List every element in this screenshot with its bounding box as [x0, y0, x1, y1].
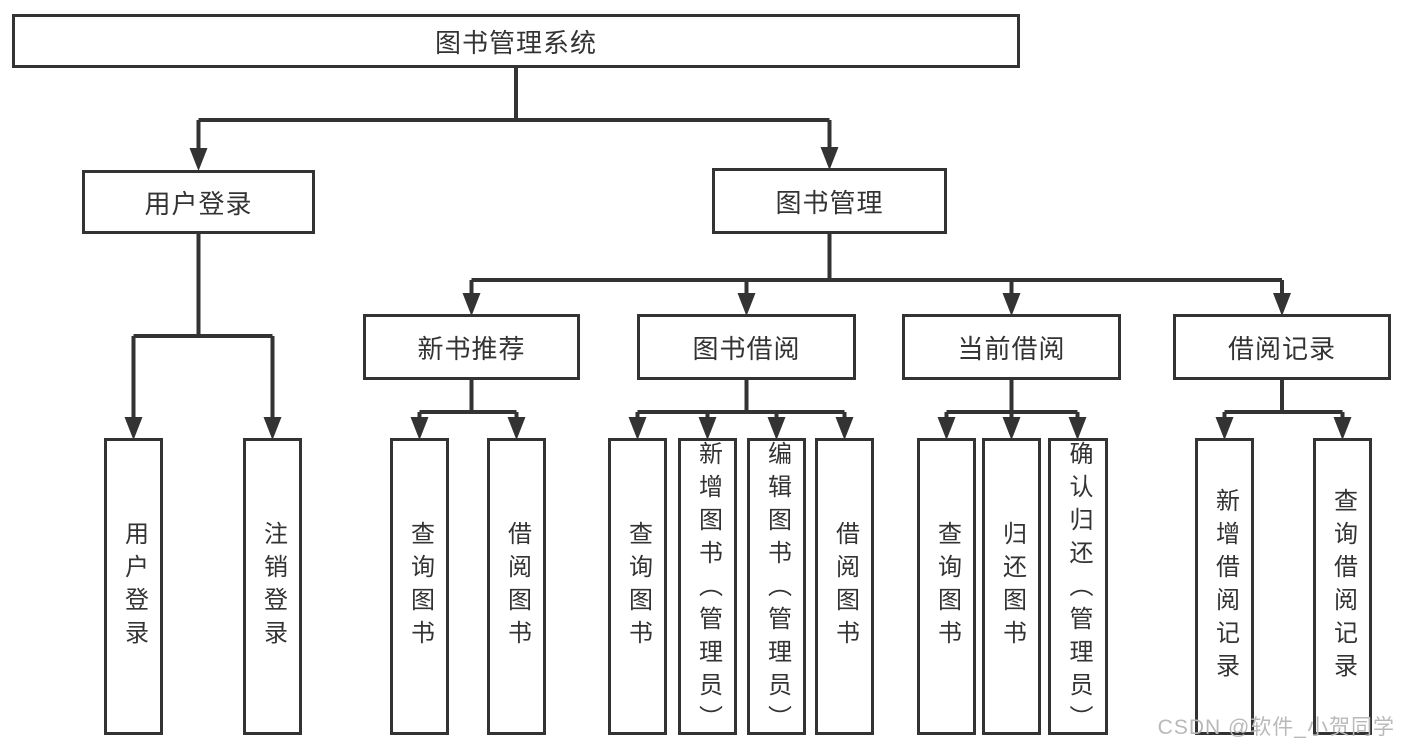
node-current-confirm-return-admin: 确认归还（管理员） — [1048, 438, 1108, 738]
node-new-book-recommend: 新书推荐 — [363, 314, 580, 380]
node-records-add-record: 新增借阅记录 — [1195, 438, 1254, 735]
node-borrow-records: 借阅记录 — [1173, 314, 1391, 380]
node-user-login: 用户登录 — [82, 170, 315, 234]
csdn-watermark: CSDN @软件_小贺同学 — [1157, 716, 1395, 739]
node-root-system: 图书管理系统 — [12, 14, 1020, 68]
node-newbook-borrow-books: 借阅图书 — [487, 438, 546, 735]
node-borrow-borrow-books: 借阅图书 — [815, 438, 874, 735]
node-borrow-add-books-admin: 新增图书（管理员） — [678, 438, 737, 738]
node-borrow-edit-books-admin: 编辑图书（管理员） — [747, 438, 806, 738]
node-current-borrow: 当前借阅 — [902, 314, 1121, 380]
node-book-borrow: 图书借阅 — [637, 314, 856, 380]
node-current-query-books: 查询图书 — [917, 438, 976, 735]
node-login-logout: 注销登录 — [243, 438, 302, 735]
node-login-user-login: 用户登录 — [104, 438, 163, 735]
node-borrow-query-books: 查询图书 — [608, 438, 667, 735]
node-newbook-query-books: 查询图书 — [390, 438, 449, 735]
node-records-query-record: 查询借阅记录 — [1313, 438, 1372, 735]
node-book-management: 图书管理 — [712, 168, 947, 234]
node-current-return-books: 归还图书 — [982, 438, 1041, 735]
